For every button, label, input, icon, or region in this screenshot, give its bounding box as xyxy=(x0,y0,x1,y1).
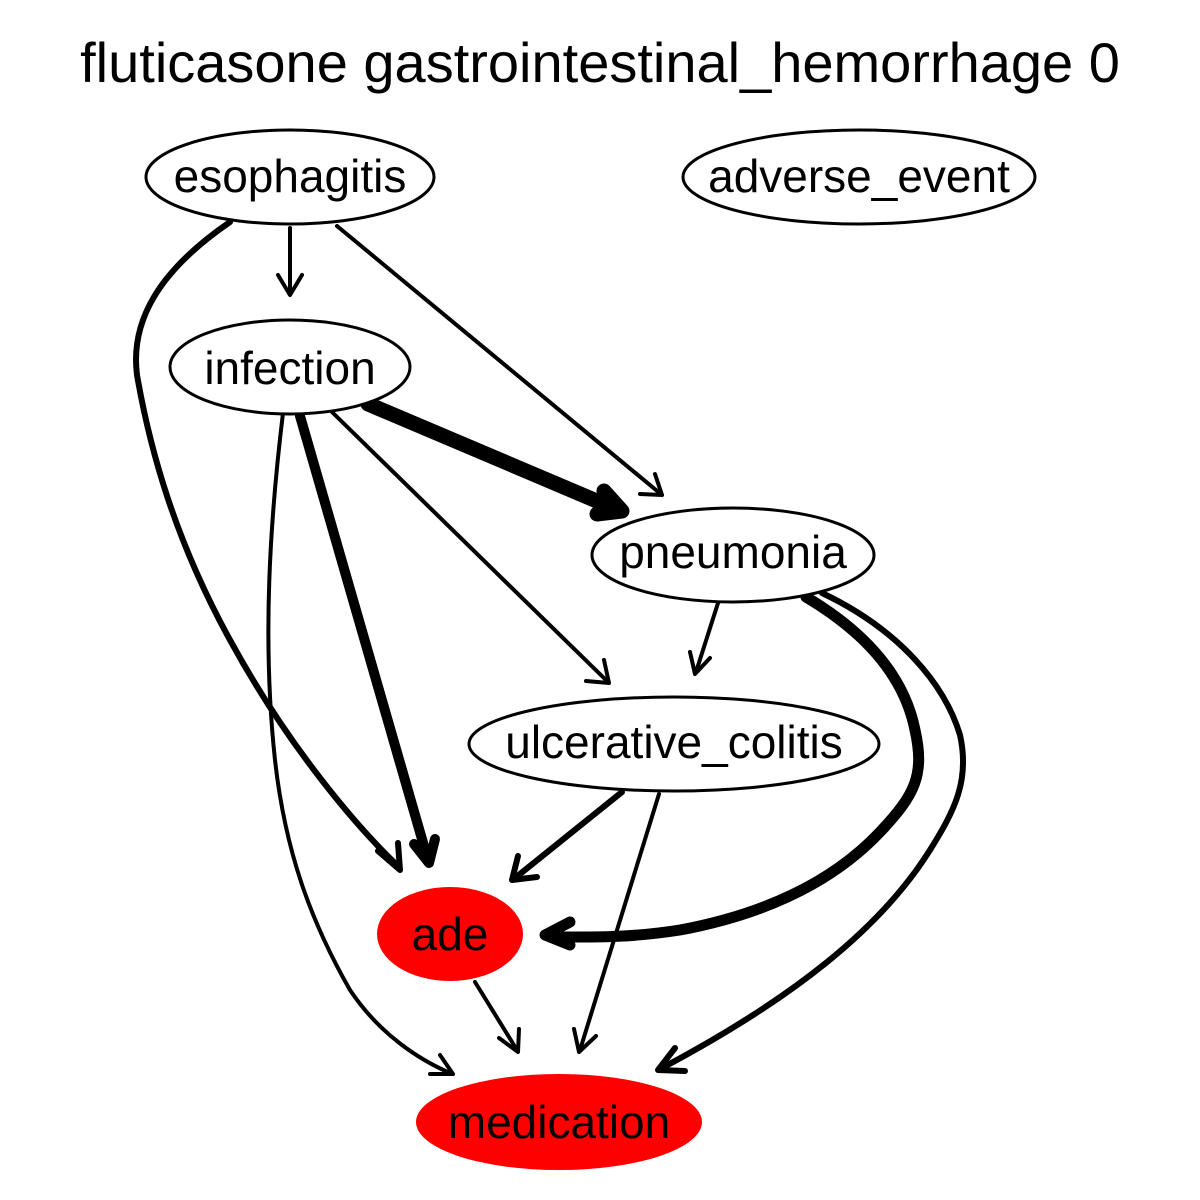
graph-title: fluticasone gastrointestinal_hemorrhage … xyxy=(80,31,1120,94)
edge-esophagitis-pneumonia-arrowhead xyxy=(638,472,664,497)
edge-layer xyxy=(133,219,967,1076)
edge-ulcerative-colitis-medication xyxy=(578,792,661,1052)
node-ade-label: ade xyxy=(412,908,489,960)
edge-infection-medication-arrowhead xyxy=(428,1053,455,1076)
node-adverse-event-label: adverse_event xyxy=(708,150,1010,202)
edge-infection-medication xyxy=(266,411,452,1075)
node-pneumonia-label: pneumonia xyxy=(619,526,847,578)
node-ade[interactable]: ade xyxy=(377,887,523,981)
node-pneumonia-shape xyxy=(590,506,876,604)
node-medication-label: medication xyxy=(448,1096,670,1148)
edge-esophagitis-ade-arrowhead xyxy=(375,840,403,873)
node-ulcerative-colitis-label: ulcerative_colitis xyxy=(505,716,842,768)
edge-infection-ade-arrowhead xyxy=(409,834,440,868)
edge-infection-ade xyxy=(295,411,433,865)
edge-esophagitis-ade xyxy=(133,219,401,869)
edge-infection-ulcerative-colitis-arrowhead xyxy=(584,658,611,685)
node-adverse-event-shape xyxy=(681,128,1037,226)
node-esophagitis[interactable]: esophagitis xyxy=(144,128,436,226)
edge-ade-medication xyxy=(473,980,519,1052)
edge-pneumonia-ulcerative-colitis-arrowhead xyxy=(688,650,712,676)
edge-esophagitis-pneumonia xyxy=(335,224,664,497)
edge-pneumonia-medication-arrowhead xyxy=(655,1045,688,1074)
node-ade-shape xyxy=(377,887,523,981)
node-ulcerative-colitis[interactable]: ulcerative_colitis xyxy=(467,695,881,793)
edge-pneumonia-ade xyxy=(556,591,925,943)
node-infection-shape xyxy=(168,318,412,416)
node-ulcerative-colitis-shape xyxy=(467,695,881,793)
node-layer: esophagitis adverse_event infection pneu… xyxy=(144,128,1037,1170)
node-infection-label: infection xyxy=(204,342,375,394)
edge-ulcerative-colitis-ade-arrowhead xyxy=(509,853,540,883)
edge-ade-medication-arrowhead xyxy=(497,1027,521,1054)
edge-infection-ulcerative-colitis xyxy=(330,410,610,684)
edge-pneumonia-ade-arrowhead xyxy=(539,916,576,951)
edge-ulcerative-colitis-ade xyxy=(512,789,625,881)
edge-ulcerative-colitis-medication-arrowhead xyxy=(572,1027,598,1054)
node-adverse-event[interactable]: adverse_event xyxy=(681,128,1037,226)
node-pneumonia[interactable]: pneumonia xyxy=(590,506,876,604)
edge-infection-pneumonia xyxy=(360,396,626,518)
node-esophagitis-shape xyxy=(144,128,436,226)
node-esophagitis-label: esophagitis xyxy=(174,150,407,202)
node-medication-shape xyxy=(416,1074,702,1170)
edge-pneumonia-medication xyxy=(659,590,967,1071)
edge-infection-pneumonia-arrowhead xyxy=(589,483,630,522)
node-medication[interactable]: medication xyxy=(416,1074,702,1170)
edge-pneumonia-ulcerative-colitis xyxy=(694,601,720,674)
edge-esophagitis-infection-arrowhead xyxy=(276,273,304,297)
node-infection[interactable]: infection xyxy=(168,318,412,416)
